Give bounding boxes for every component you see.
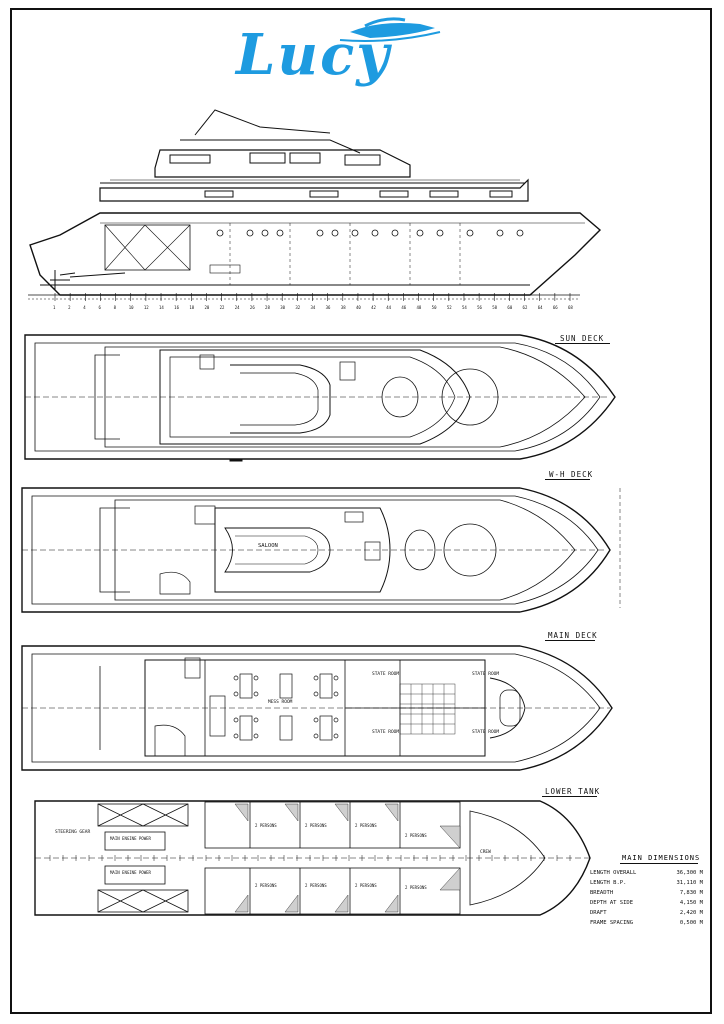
- dimension-key: LENGTH B.P.: [590, 880, 627, 886]
- station-label: 34: [311, 305, 316, 310]
- station-label: 14: [159, 305, 164, 310]
- engine-top-label: MAIN ENGINE POWER: [110, 836, 151, 841]
- dimension-value: 36,300 M: [676, 870, 704, 876]
- engine-bottom-label: MAIN ENGINE POWER: [110, 870, 151, 875]
- station-label: 60: [507, 305, 512, 310]
- cabin-bottom-1: 2 PERSONS: [255, 883, 277, 888]
- dims-underline: [620, 863, 698, 864]
- main-deck-plan: [21, 645, 613, 771]
- station-label: 68: [568, 305, 573, 310]
- sun-deck-plan: [24, 334, 616, 462]
- dimension-key: FRAME SPACING: [590, 920, 634, 926]
- station-label: 6: [98, 305, 101, 310]
- cabin-top-4: 2 PERSONS: [405, 833, 427, 838]
- station-label: 18: [189, 305, 194, 310]
- dimension-key: DRAFT: [590, 910, 607, 916]
- dimension-value: 2,420 M: [679, 910, 703, 916]
- station-label: 10: [129, 305, 134, 310]
- station-label: 64: [538, 305, 543, 310]
- cabin-bottom-3: 2 PERSONS: [355, 883, 377, 888]
- station-label: 12: [144, 305, 149, 310]
- crew-label: CREW: [480, 850, 491, 855]
- station-label: 26: [250, 305, 255, 310]
- state-room-1-label: STATE ROOM: [372, 672, 400, 677]
- dimension-key: LENGTH OVERALL: [590, 870, 637, 876]
- station-label: 48: [417, 305, 422, 310]
- wh-deck-plan: [21, 487, 621, 613]
- station-label: 28: [265, 305, 270, 310]
- sheet-border: [10, 8, 712, 1014]
- dimension-value: 4,150 M: [679, 900, 703, 906]
- station-label: 4: [83, 305, 86, 310]
- station-label: 1: [53, 305, 56, 310]
- state-room-4-label: STATE ROOM: [472, 730, 500, 735]
- station-label: 16: [174, 305, 179, 310]
- state-room-3-label: STATE ROOM: [472, 672, 500, 677]
- dimension-value: 0,500 M: [679, 920, 703, 926]
- station-label: 40: [356, 305, 361, 310]
- lower-tank-underline: [542, 796, 597, 797]
- state-room-2-label: STATE ROOM: [372, 730, 400, 735]
- station-label: 50: [432, 305, 437, 310]
- logo-boat-icon: [339, 17, 441, 42]
- station-label: 22: [220, 305, 225, 310]
- dimension-key: BREADTH: [590, 890, 614, 896]
- station-label: 24: [235, 305, 240, 310]
- station-label: 42: [371, 305, 376, 310]
- lower-tank-plan: [34, 800, 591, 916]
- station-label: 20: [204, 305, 209, 310]
- cabin-bottom-4: 2 PERSONS: [405, 885, 427, 890]
- station-label: 32: [295, 305, 300, 310]
- station-label: 54: [462, 305, 467, 310]
- sun-deck-underline: [555, 343, 610, 344]
- logo: Lucy: [230, 10, 450, 90]
- dimension-key: DEPTH AT SIDE: [590, 900, 634, 906]
- cabin-top-2: 2 PERSONS: [305, 823, 327, 828]
- wh-deck-underline: [545, 479, 590, 480]
- station-label: 8: [114, 305, 117, 310]
- cabin-top-3: 2 PERSONS: [355, 823, 377, 828]
- main-deck-underline: [545, 640, 595, 641]
- station-label: 46: [401, 305, 406, 310]
- station-label: 2: [68, 305, 71, 310]
- dimension-value: 31,110 M: [676, 880, 704, 886]
- main-deck-title: MAIN DECK: [548, 631, 598, 640]
- steering-gear-label: STEERING GEAR: [55, 830, 91, 835]
- sun-deck-title: SUN DECK: [560, 334, 605, 343]
- station-label: 66: [553, 305, 558, 310]
- dimension-value: 7,830 M: [679, 890, 703, 896]
- cabin-bottom-2: 2 PERSONS: [305, 883, 327, 888]
- logo-text: Lucy: [236, 22, 391, 88]
- wh-deck-title: W-H DECK: [549, 470, 594, 479]
- station-label: 62: [523, 305, 528, 310]
- cabin-top-1: 2 PERSONS: [255, 823, 277, 828]
- station-label: 38: [341, 305, 346, 310]
- station-label: 30: [280, 305, 285, 310]
- mess-room-label: MESS ROOM: [268, 700, 293, 705]
- station-label: 56: [477, 305, 482, 310]
- station-label: 44: [386, 305, 391, 310]
- station-label: 58: [492, 305, 497, 310]
- saloon-label: SALOON: [258, 543, 278, 549]
- station-label: 52: [447, 305, 452, 310]
- main-dimensions-title: MAIN DIMENSIONS: [622, 854, 701, 862]
- lower-tank-title: LOWER TANK: [545, 787, 601, 796]
- station-label: 36: [326, 305, 331, 310]
